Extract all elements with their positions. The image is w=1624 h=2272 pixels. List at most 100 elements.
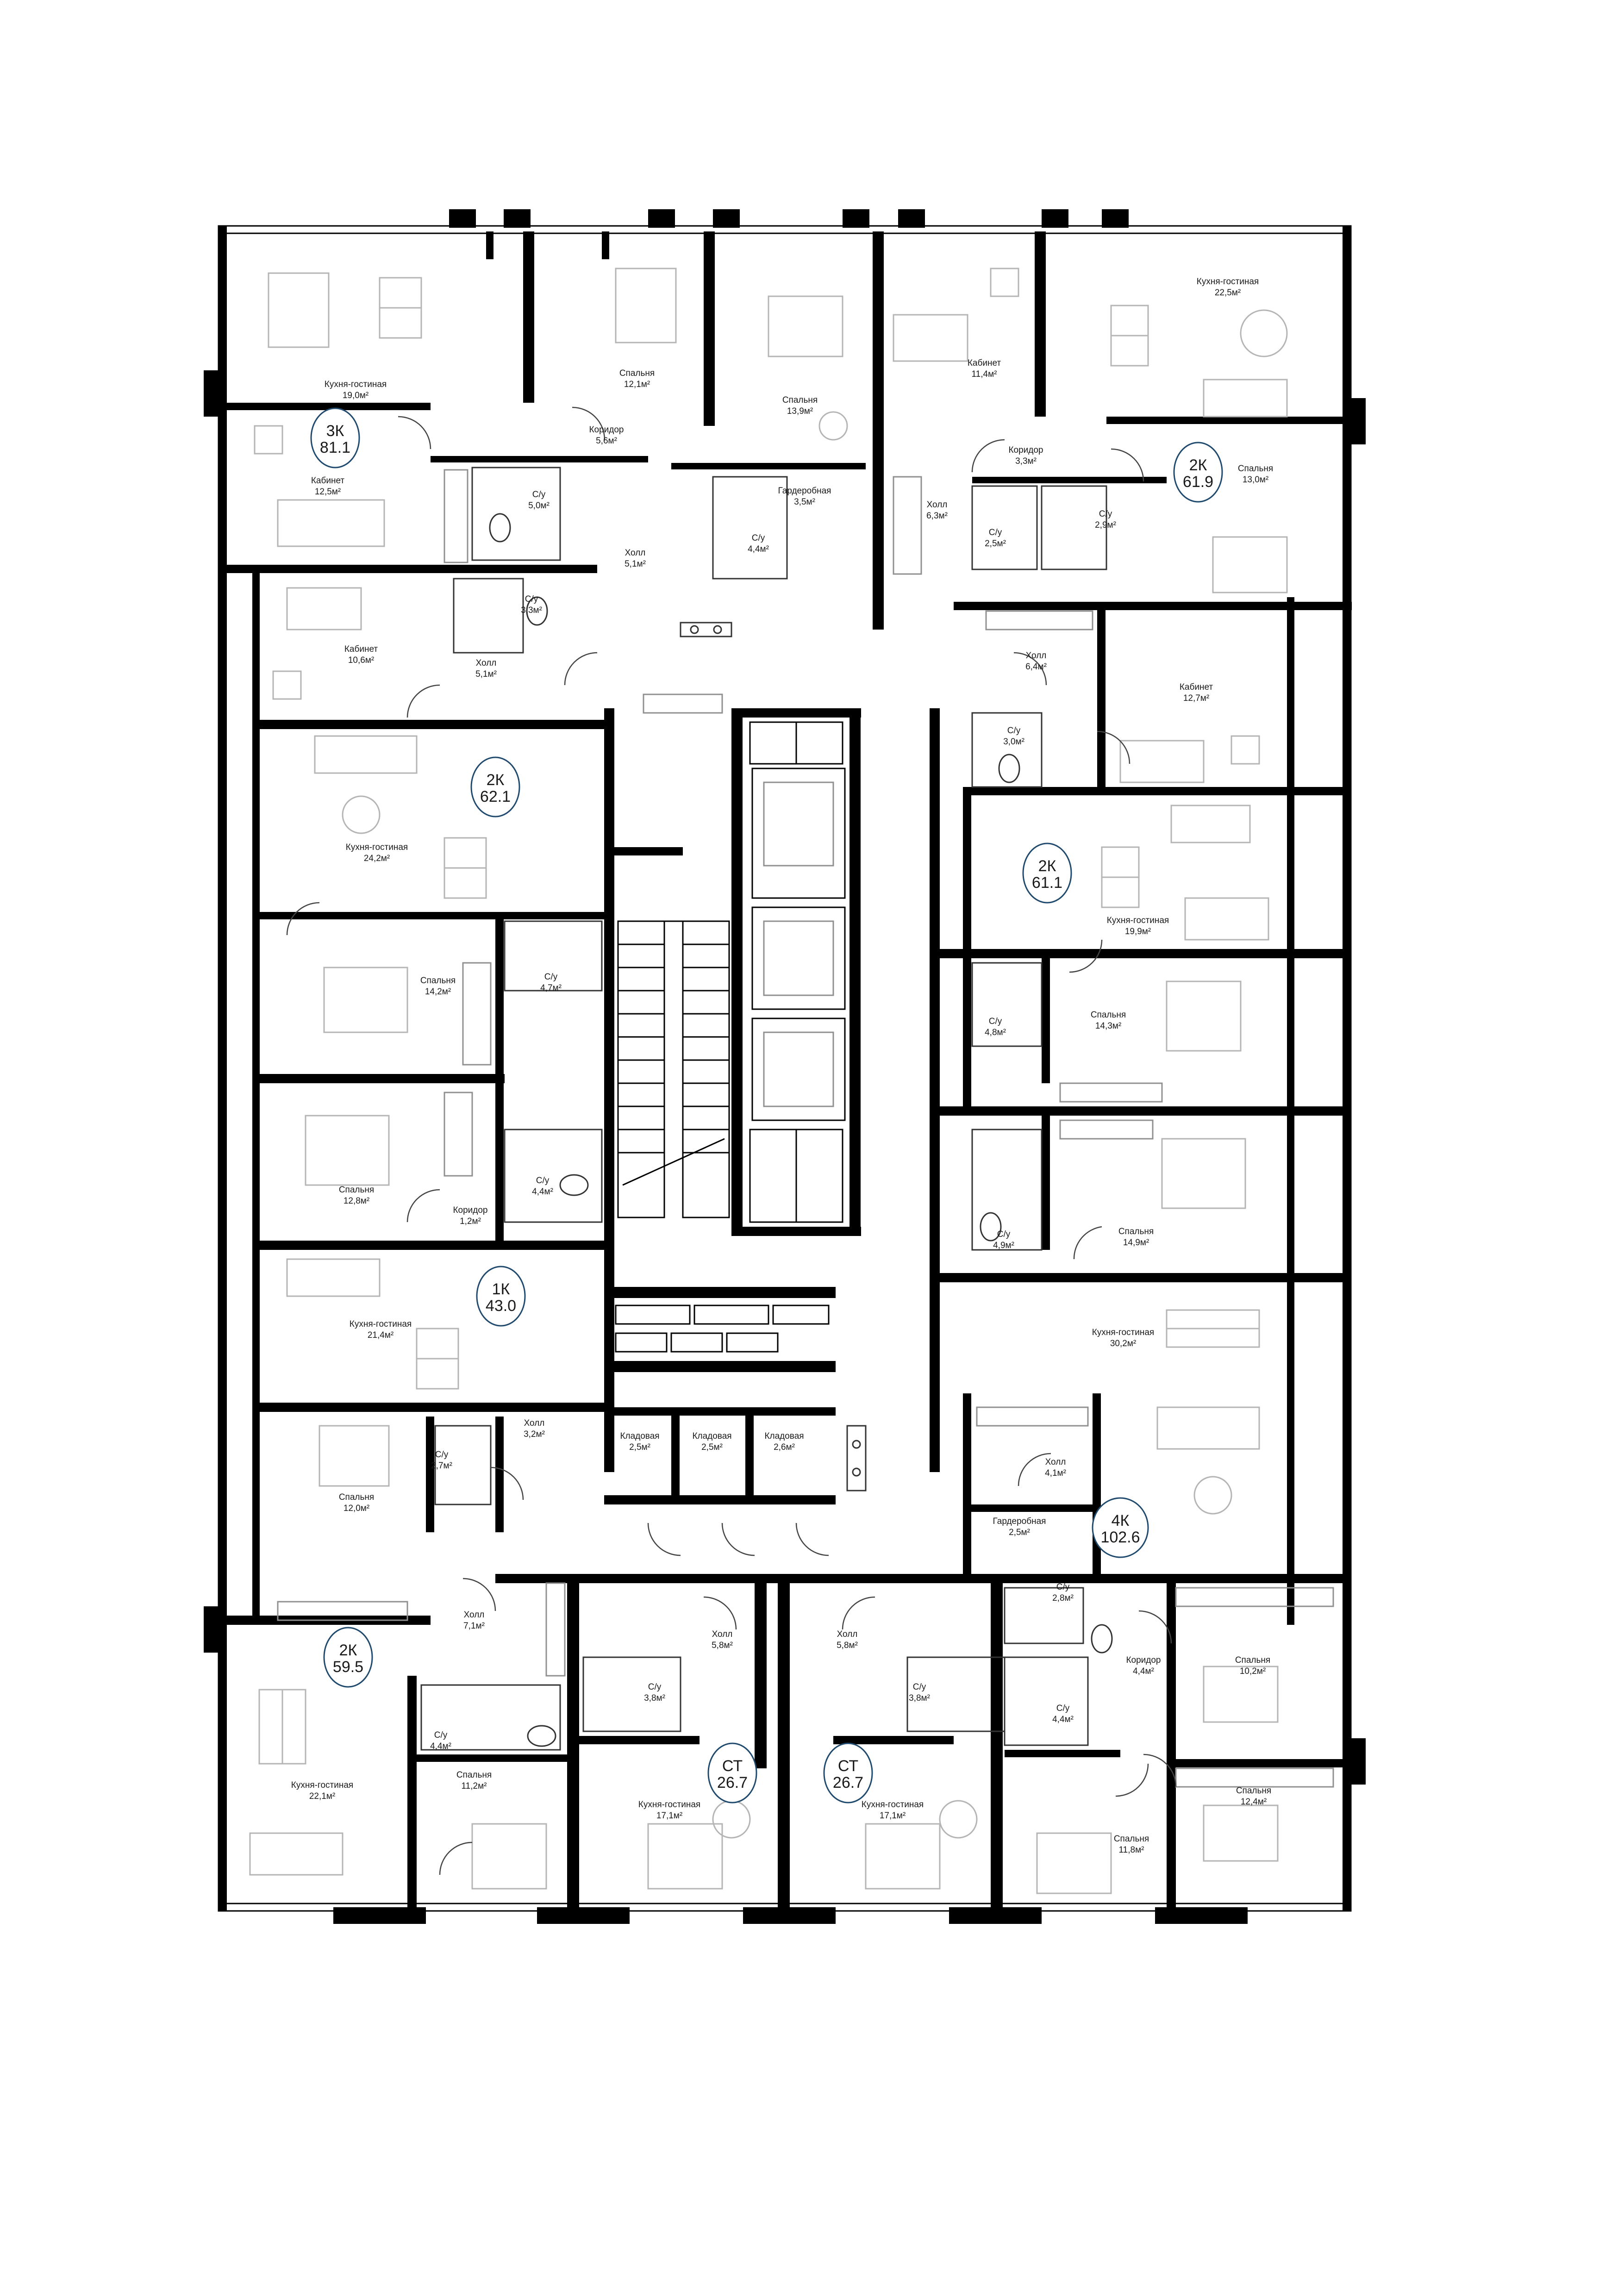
- room-name: Кухня-гостиная: [862, 1800, 924, 1810]
- room-name: Коридор: [1126, 1655, 1161, 1665]
- room-name: С/у: [1099, 509, 1112, 519]
- room-name: Кабинет: [968, 358, 1001, 368]
- room-label: С/у2,8м²: [1052, 1582, 1074, 1603]
- room-label: С/у2,7м²: [431, 1450, 452, 1471]
- unit-area: 61.1: [1032, 874, 1062, 892]
- room-label: С/у2,9м²: [1095, 509, 1116, 530]
- room-name: С/у: [434, 1730, 448, 1740]
- room-area: 4,1м²: [1045, 1468, 1066, 1478]
- room-area: 2,5м²: [629, 1442, 650, 1452]
- room-area: 11,8м²: [1119, 1845, 1144, 1855]
- room-area: 4,4м²: [1133, 1667, 1154, 1676]
- room-area: 6,3м²: [926, 511, 948, 521]
- room-area: 2,5м²: [701, 1442, 723, 1452]
- room-area: 6,4м²: [1025, 662, 1047, 672]
- room-name: С/у: [544, 972, 558, 982]
- room-name: Кабинет: [344, 644, 378, 654]
- room-name: Спальня: [1114, 1834, 1149, 1844]
- room-label: Коридор 4,4м²: [1126, 1655, 1161, 1676]
- unit-area: 43.0: [486, 1297, 516, 1315]
- room-name: Гардеробная: [993, 1517, 1046, 1526]
- core-elements: [604, 721, 858, 1504]
- room-area: 2,5м²: [985, 539, 1006, 549]
- unit-area: 102.6: [1100, 1529, 1140, 1546]
- room-area: 4,4м²: [532, 1187, 553, 1197]
- unit-type: 2К: [339, 1642, 357, 1659]
- room-label: С/у4,7м²: [540, 972, 562, 993]
- room-name: С/у: [913, 1682, 926, 1692]
- room-area: 12,8м²: [344, 1196, 369, 1206]
- room-name: Холл: [837, 1629, 858, 1639]
- room-name: С/у: [989, 1017, 1002, 1026]
- unit-type: 2К: [1189, 456, 1207, 474]
- room-name: Кухня-гостиная: [1092, 1328, 1154, 1337]
- room-label: С/у4,8м²: [985, 1017, 1006, 1037]
- room-area: 5,8м²: [837, 1641, 858, 1650]
- room-label: С/у3,0м²: [1003, 726, 1024, 747]
- room-area: 12,0м²: [344, 1504, 369, 1513]
- room-area: 4,4м²: [430, 1741, 451, 1751]
- room-label: С/у4,4м²: [748, 533, 769, 554]
- room-label: С/у3,8м²: [644, 1682, 665, 1703]
- room-area: 7,1м²: [463, 1621, 485, 1631]
- room-name: С/у: [1007, 726, 1021, 736]
- room-label: С/у3,8м²: [909, 1682, 930, 1703]
- room-area: 4,7м²: [540, 983, 562, 993]
- furniture: [249, 268, 1334, 1894]
- unit-type: 3К: [326, 422, 344, 440]
- room-area: 4,4м²: [748, 544, 769, 554]
- room-name: Кабинет: [311, 476, 345, 486]
- room-area: 3,3м²: [521, 605, 542, 615]
- room-name: С/у: [752, 533, 765, 543]
- room-area: 5,1м²: [625, 559, 646, 569]
- room-name: Кухня-гостиная: [350, 1319, 412, 1329]
- room-area: 14,2м²: [425, 987, 451, 997]
- room-label: С/у4,9м²: [993, 1230, 1014, 1250]
- room-name: Кухня-гостиная: [638, 1800, 700, 1810]
- room-label: С/у4,4м²: [1052, 1704, 1074, 1724]
- room-name: С/у: [989, 528, 1002, 537]
- room-name: Гардеробная: [778, 486, 831, 496]
- room-name: Коридор: [589, 425, 624, 435]
- room-name: С/у: [1056, 1704, 1070, 1713]
- room-area: 2,5м²: [1009, 1528, 1030, 1537]
- room-area: 4,9м²: [993, 1241, 1014, 1250]
- room-area: 14,3м²: [1095, 1021, 1121, 1031]
- room-area: 30,2м²: [1110, 1339, 1136, 1348]
- room-area: 13,9м²: [787, 406, 813, 416]
- room-name: Коридор: [453, 1205, 487, 1215]
- room-name: Кухня-гостиная: [325, 380, 387, 389]
- room-area: 14,9м²: [1123, 1238, 1149, 1248]
- room-name: Холл: [927, 500, 948, 510]
- room-label: С/у4,4м²: [430, 1730, 451, 1751]
